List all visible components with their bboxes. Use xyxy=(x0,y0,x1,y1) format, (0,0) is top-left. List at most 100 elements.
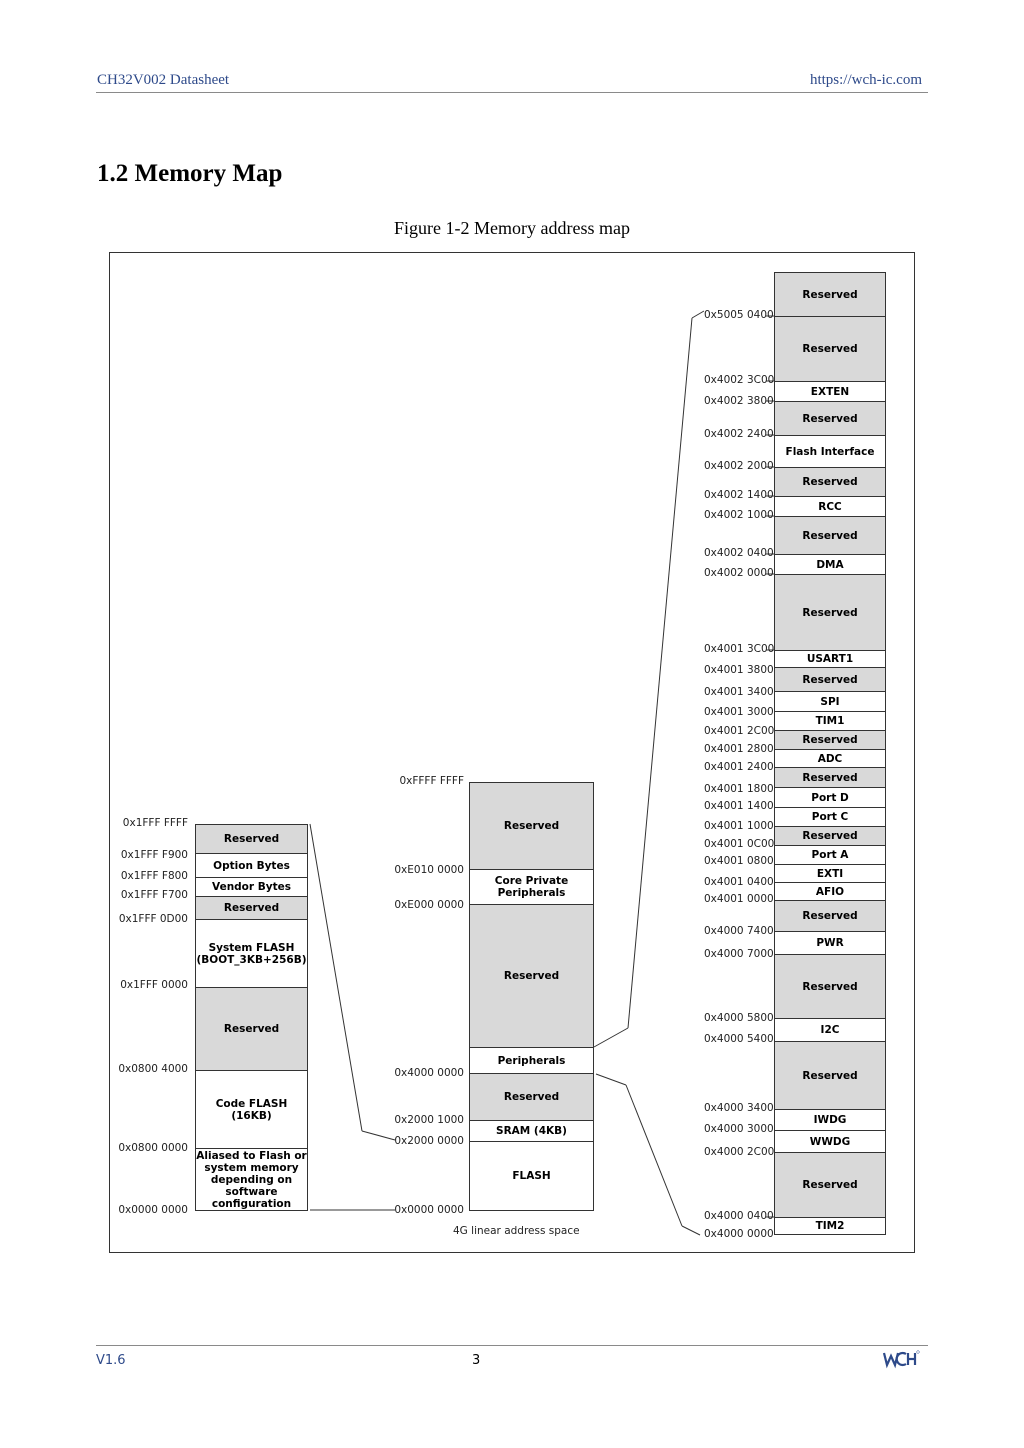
map3-address-label: 0x4002 2400 xyxy=(704,428,774,440)
map3-block-rcc: RCC xyxy=(774,496,886,517)
map1-address-label: 0x1FFF 0D00 xyxy=(118,913,188,925)
map3-address-label: 0x4000 3000 xyxy=(704,1123,774,1135)
map1-address-label: 0x1FFF FFFF xyxy=(122,817,188,829)
map3-address-label: 0x4001 1800 xyxy=(704,783,774,795)
map3-block-afio: AFIO xyxy=(774,882,886,901)
map3-address-label: 0x4002 0000 xyxy=(704,567,774,579)
header-rule xyxy=(96,92,928,93)
figure-caption: Figure 1-2 Memory address map xyxy=(394,218,630,238)
map3-block-reserved: Reserved xyxy=(774,316,886,382)
map3-address-label: 0x4002 2000 xyxy=(704,460,774,472)
map1-address-label: 0x1FFF 0000 xyxy=(120,979,188,991)
footer-page-number: 3 xyxy=(472,1353,481,1368)
map3-address-label: 0x4001 0000 xyxy=(704,893,774,905)
map3-block-usart1: USART1 xyxy=(774,650,886,668)
map3-address-label: 0x4001 1000 xyxy=(704,820,774,832)
map3-block-reserved: Reserved xyxy=(774,954,886,1019)
map2-address-label: 0x2000 1000 xyxy=(394,1114,464,1126)
map2-block-sram-4kb: SRAM (4KB) xyxy=(469,1120,594,1142)
map3-address-label: 0x4001 1400 xyxy=(704,800,774,812)
map3-address-label: 0x4000 7000 xyxy=(704,948,774,960)
map2-address-label: 0xE000 0000 xyxy=(394,899,464,911)
map1-block-aliased-to-flash-or-system-memory-depending-on-software-configuration: Aliased to Flash or system memory depend… xyxy=(195,1148,308,1211)
map3-address-label: 0x4000 5800 xyxy=(704,1012,774,1024)
map3-block-reserved: Reserved xyxy=(774,730,886,750)
map3-block-port-c: Port C xyxy=(774,807,886,827)
map3-block-reserved: Reserved xyxy=(774,574,886,651)
map3-address-label: 0x4000 2C00 xyxy=(704,1146,775,1158)
map3-address-label: 0x4002 0400 xyxy=(704,547,774,559)
map3-address-label: 0x4002 3C00 xyxy=(704,374,775,386)
map3-block-reserved: Reserved xyxy=(774,900,886,932)
map3-address-label: 0x4001 2400 xyxy=(704,761,774,773)
map3-block-flash-interface: Flash Interface xyxy=(774,435,886,468)
map3-block-tim2: TIM2 xyxy=(774,1217,886,1235)
map2-address-label: 0xE010 0000 xyxy=(394,864,464,876)
map1-block-code-flash-16kb: Code FLASH (16KB) xyxy=(195,1070,308,1149)
map3-block-wwdg: WWDG xyxy=(774,1130,886,1153)
map3-block-reserved: Reserved xyxy=(774,516,886,555)
map2-block-reserved: Reserved xyxy=(469,904,594,1048)
map3-address-label: 0x4001 0400 xyxy=(704,876,774,888)
map3-address-label: 0x4001 0C00 xyxy=(704,838,775,850)
footer-rule xyxy=(96,1345,928,1346)
wch-logo xyxy=(882,1350,920,1369)
map2-block-peripherals: Peripherals xyxy=(469,1047,594,1074)
map3-block-i2c: I2C xyxy=(774,1018,886,1042)
map3-block-reserved: Reserved xyxy=(774,272,886,317)
header-url[interactable]: https://wch-ic.com xyxy=(809,72,922,88)
map3-address-label: 0x4001 3000 xyxy=(704,706,774,718)
map3-address-label: 0x4001 2800 xyxy=(704,743,774,755)
map3-address-label: 0x5005 0400 xyxy=(704,309,774,321)
map3-block-adc: ADC xyxy=(774,749,886,768)
map3-block-pwr: PWR xyxy=(774,931,886,955)
map3-block-spi: SPI xyxy=(774,691,886,712)
map3-address-label: 0x4000 3400 xyxy=(704,1102,774,1114)
map1-block-option-bytes: Option Bytes xyxy=(195,853,308,878)
map1-address-label: 0x0800 0000 xyxy=(118,1142,188,1154)
map3-address-label: 0x4002 3800 xyxy=(704,395,774,407)
map1-block-vendor-bytes: Vendor Bytes xyxy=(195,877,308,897)
map1-block-reserved: Reserved xyxy=(195,896,308,920)
map3-address-label: 0x4001 0800 xyxy=(704,855,774,867)
map3-address-label: 0x4000 0400 xyxy=(704,1210,774,1222)
map1-block-system-flash-boot-3kb-256b: System FLASH (BOOT_3KB+256B) xyxy=(195,919,308,988)
map3-address-label: 0x4001 3800 xyxy=(704,664,774,676)
map3-address-label: 0x4000 0000 xyxy=(704,1228,774,1240)
address-space-caption: 4G linear address space xyxy=(453,1225,580,1237)
map2-address-label: 0x4000 0000 xyxy=(394,1067,464,1079)
map3-block-reserved: Reserved xyxy=(774,467,886,497)
map2-block-reserved: Reserved xyxy=(469,782,594,870)
map3-address-label: 0x4000 5400 xyxy=(704,1033,774,1045)
map3-address-label: 0x4001 3C00 xyxy=(704,643,775,655)
map1-block-reserved: Reserved xyxy=(195,987,308,1071)
map3-block-exti: EXTI xyxy=(774,864,886,883)
map2-block-reserved: Reserved xyxy=(469,1073,594,1121)
map3-block-tim1: TIM1 xyxy=(774,711,886,731)
map3-block-iwdg: IWDG xyxy=(774,1109,886,1131)
map3-block-reserved: Reserved xyxy=(774,826,886,846)
figure-frame xyxy=(109,252,915,1253)
map1-address-label: 0x0000 0000 xyxy=(118,1204,188,1216)
map1-block-reserved: Reserved xyxy=(195,824,308,854)
footer-version: V1.6 xyxy=(96,1353,126,1368)
map3-block-reserved: Reserved xyxy=(774,767,886,788)
map3-block-port-a: Port A xyxy=(774,845,886,865)
map2-address-label: 0x0000 0000 xyxy=(394,1204,464,1216)
map3-address-label: 0x4000 7400 xyxy=(704,925,774,937)
map3-address-label: 0x4001 2C00 xyxy=(704,725,775,737)
map3-block-reserved: Reserved xyxy=(774,667,886,692)
map2-address-label: 0xFFFF FFFF xyxy=(399,775,464,787)
map3-block-dma: DMA xyxy=(774,554,886,575)
map2-address-label: 0x2000 0000 xyxy=(394,1135,464,1147)
section-title: 1.2 Memory Map xyxy=(97,160,283,187)
map3-block-exten: EXTEN xyxy=(774,381,886,402)
map3-block-reserved: Reserved xyxy=(774,1041,886,1110)
map1-address-label: 0x0800 4000 xyxy=(118,1063,188,1075)
map1-address-label: 0x1FFF F900 xyxy=(120,849,188,861)
map3-block-reserved: Reserved xyxy=(774,1152,886,1218)
map1-address-label: 0x1FFF F800 xyxy=(120,870,188,882)
map3-address-label: 0x4001 3400 xyxy=(704,686,774,698)
map3-block-port-d: Port D xyxy=(774,787,886,808)
map2-block-core-private-peripherals: Core Private Peripherals xyxy=(469,869,594,905)
